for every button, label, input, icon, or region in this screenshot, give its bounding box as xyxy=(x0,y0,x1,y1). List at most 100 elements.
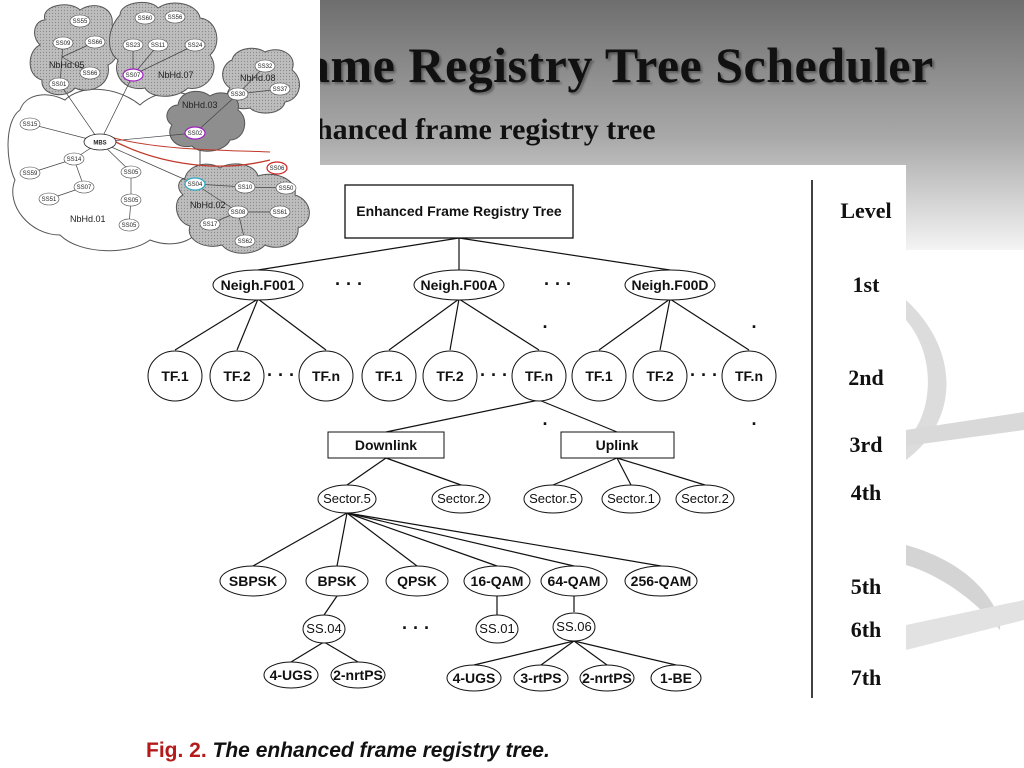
station-label: SS23 xyxy=(126,43,141,49)
caption-figure-number: Fig. 2. xyxy=(146,739,207,762)
level-label: 2nd xyxy=(848,365,883,390)
station-label: SS66 xyxy=(88,40,103,46)
sector-node xyxy=(675,484,735,514)
subscriber-station-node xyxy=(302,614,346,644)
station-label: SS50 xyxy=(279,186,294,192)
tf-label: TF.1 xyxy=(161,368,188,384)
modulation-node xyxy=(624,565,698,597)
tf-label: TF.2 xyxy=(436,368,463,384)
tf-node xyxy=(361,350,417,402)
ellipsis: · · · xyxy=(544,274,572,294)
neighborhood-label: Neigh.F00D xyxy=(631,277,708,293)
level-label: 6th xyxy=(851,617,882,642)
station-label: SS08 xyxy=(231,210,246,216)
modulation-node xyxy=(219,565,287,597)
level-label: 7th xyxy=(851,665,882,690)
sector-node xyxy=(523,484,583,514)
neighborhood-node xyxy=(624,269,716,301)
service-label: 1-BE xyxy=(660,670,692,686)
uplink-node xyxy=(560,431,675,459)
station-label: SS05 xyxy=(122,223,137,229)
station-label: SS09 xyxy=(56,41,71,47)
tf-row: TF.1 TF.2 TF.n · · · TF.1 TF.2 TF.n · · … xyxy=(147,350,777,402)
ellipsis: · · · xyxy=(690,365,718,385)
tree-root-node xyxy=(344,184,574,239)
tf-node xyxy=(511,350,567,402)
level-label: 1st xyxy=(853,272,881,297)
downlink-label: Downlink xyxy=(355,437,417,453)
vertical-dot: . xyxy=(751,312,756,332)
level-label: 4th xyxy=(851,480,882,505)
station-labels: SS55 SS09 SS66 SS66 SS01 SS60 SS56 SS23 … xyxy=(23,15,294,245)
network-topology-diagram: MBS NbHd.05 NbHd.07 NbHd.08 NbHd.03 NbHd… xyxy=(0,0,320,258)
tf-label: TF.2 xyxy=(646,368,673,384)
figure-caption: Fig. 2. The enhanced frame registry tree… xyxy=(146,738,550,763)
ellipsis: · · · xyxy=(402,618,430,638)
subscriber-station-node xyxy=(552,612,596,642)
uplink-label: Uplink xyxy=(596,437,639,453)
caption-text: The enhanced frame registry tree. xyxy=(212,739,550,762)
neighborhood-cloud xyxy=(7,88,201,252)
modulation-node xyxy=(463,565,531,597)
station-label: SS10 xyxy=(238,185,253,191)
service-node xyxy=(650,664,702,692)
sector-label: Sector.2 xyxy=(681,491,729,506)
tf-node xyxy=(632,350,688,402)
decorative-swoosh xyxy=(906,545,1000,630)
modulation-label: QPSK xyxy=(397,573,437,589)
station-label: SS24 xyxy=(188,43,203,49)
neighborhood-label: NbHd.03 xyxy=(182,100,218,110)
neighborhood-label: NbHd.01 xyxy=(70,214,106,224)
modulation-label: 64-QAM xyxy=(548,573,601,589)
station-label: SS14 xyxy=(67,157,82,163)
service-label: 2-nrtPS xyxy=(582,670,632,686)
decorative-swoosh xyxy=(906,300,947,460)
vertical-dot: . xyxy=(542,312,547,332)
tree-root-label: Enhanced Frame Registry Tree xyxy=(356,203,562,219)
station-label: SS07 xyxy=(77,185,92,191)
tf-node xyxy=(147,350,203,402)
frame-registry-tree-diagram: Enhanced Frame Registry Tree Neigh.F001 … xyxy=(134,165,906,705)
modulation-node xyxy=(305,565,369,597)
station-label: SS62 xyxy=(238,239,253,245)
level-label: 5th xyxy=(851,574,882,599)
service-label: 2-nrtPS xyxy=(333,667,383,683)
station-label: SS06 xyxy=(270,166,285,172)
vertical-dot: . xyxy=(751,409,756,429)
sector-label: Sector.5 xyxy=(529,491,577,506)
service-node xyxy=(263,661,319,689)
downlink-node xyxy=(327,431,445,459)
sector-node xyxy=(601,484,661,514)
base-station-label: MBS xyxy=(93,141,106,147)
tf-label: TF.n xyxy=(525,368,553,384)
modulation-node xyxy=(540,565,608,597)
tf-node xyxy=(721,350,777,402)
base-station-node xyxy=(83,133,117,151)
station-label: SS05 xyxy=(124,198,139,204)
tf-label: TF.2 xyxy=(223,368,250,384)
neighborhood-label: Neigh.F001 xyxy=(221,277,296,293)
service-label: 4-UGS xyxy=(270,667,313,683)
neighborhood-label: NbHd.08 xyxy=(240,73,276,83)
tf-node xyxy=(209,350,265,402)
neighborhood-label: NbHd.05 xyxy=(49,60,85,70)
level-header: Level xyxy=(840,198,891,223)
sector-node xyxy=(317,484,377,514)
station-label: SS17 xyxy=(203,222,218,228)
station-label: SS05 xyxy=(124,170,139,176)
station-label: SS51 xyxy=(42,197,57,203)
subscriber-station-label: SS.06 xyxy=(556,619,591,634)
station-label: SS37 xyxy=(273,87,288,93)
highlighted-link xyxy=(113,137,271,153)
slide-subtitle: hanced frame registry tree xyxy=(316,113,656,146)
modulation-label: 256-QAM xyxy=(631,573,692,589)
tf-node xyxy=(571,350,627,402)
decorative-swoosh xyxy=(906,600,1024,650)
decorative-swoosh xyxy=(906,412,1024,446)
station-label: SS11 xyxy=(151,43,166,49)
service-node xyxy=(330,661,386,689)
neighborhood-label: NbHd.07 xyxy=(158,70,194,80)
service-node xyxy=(579,664,635,692)
ellipsis: · · · xyxy=(267,365,295,385)
neighborhood-node xyxy=(212,269,304,301)
